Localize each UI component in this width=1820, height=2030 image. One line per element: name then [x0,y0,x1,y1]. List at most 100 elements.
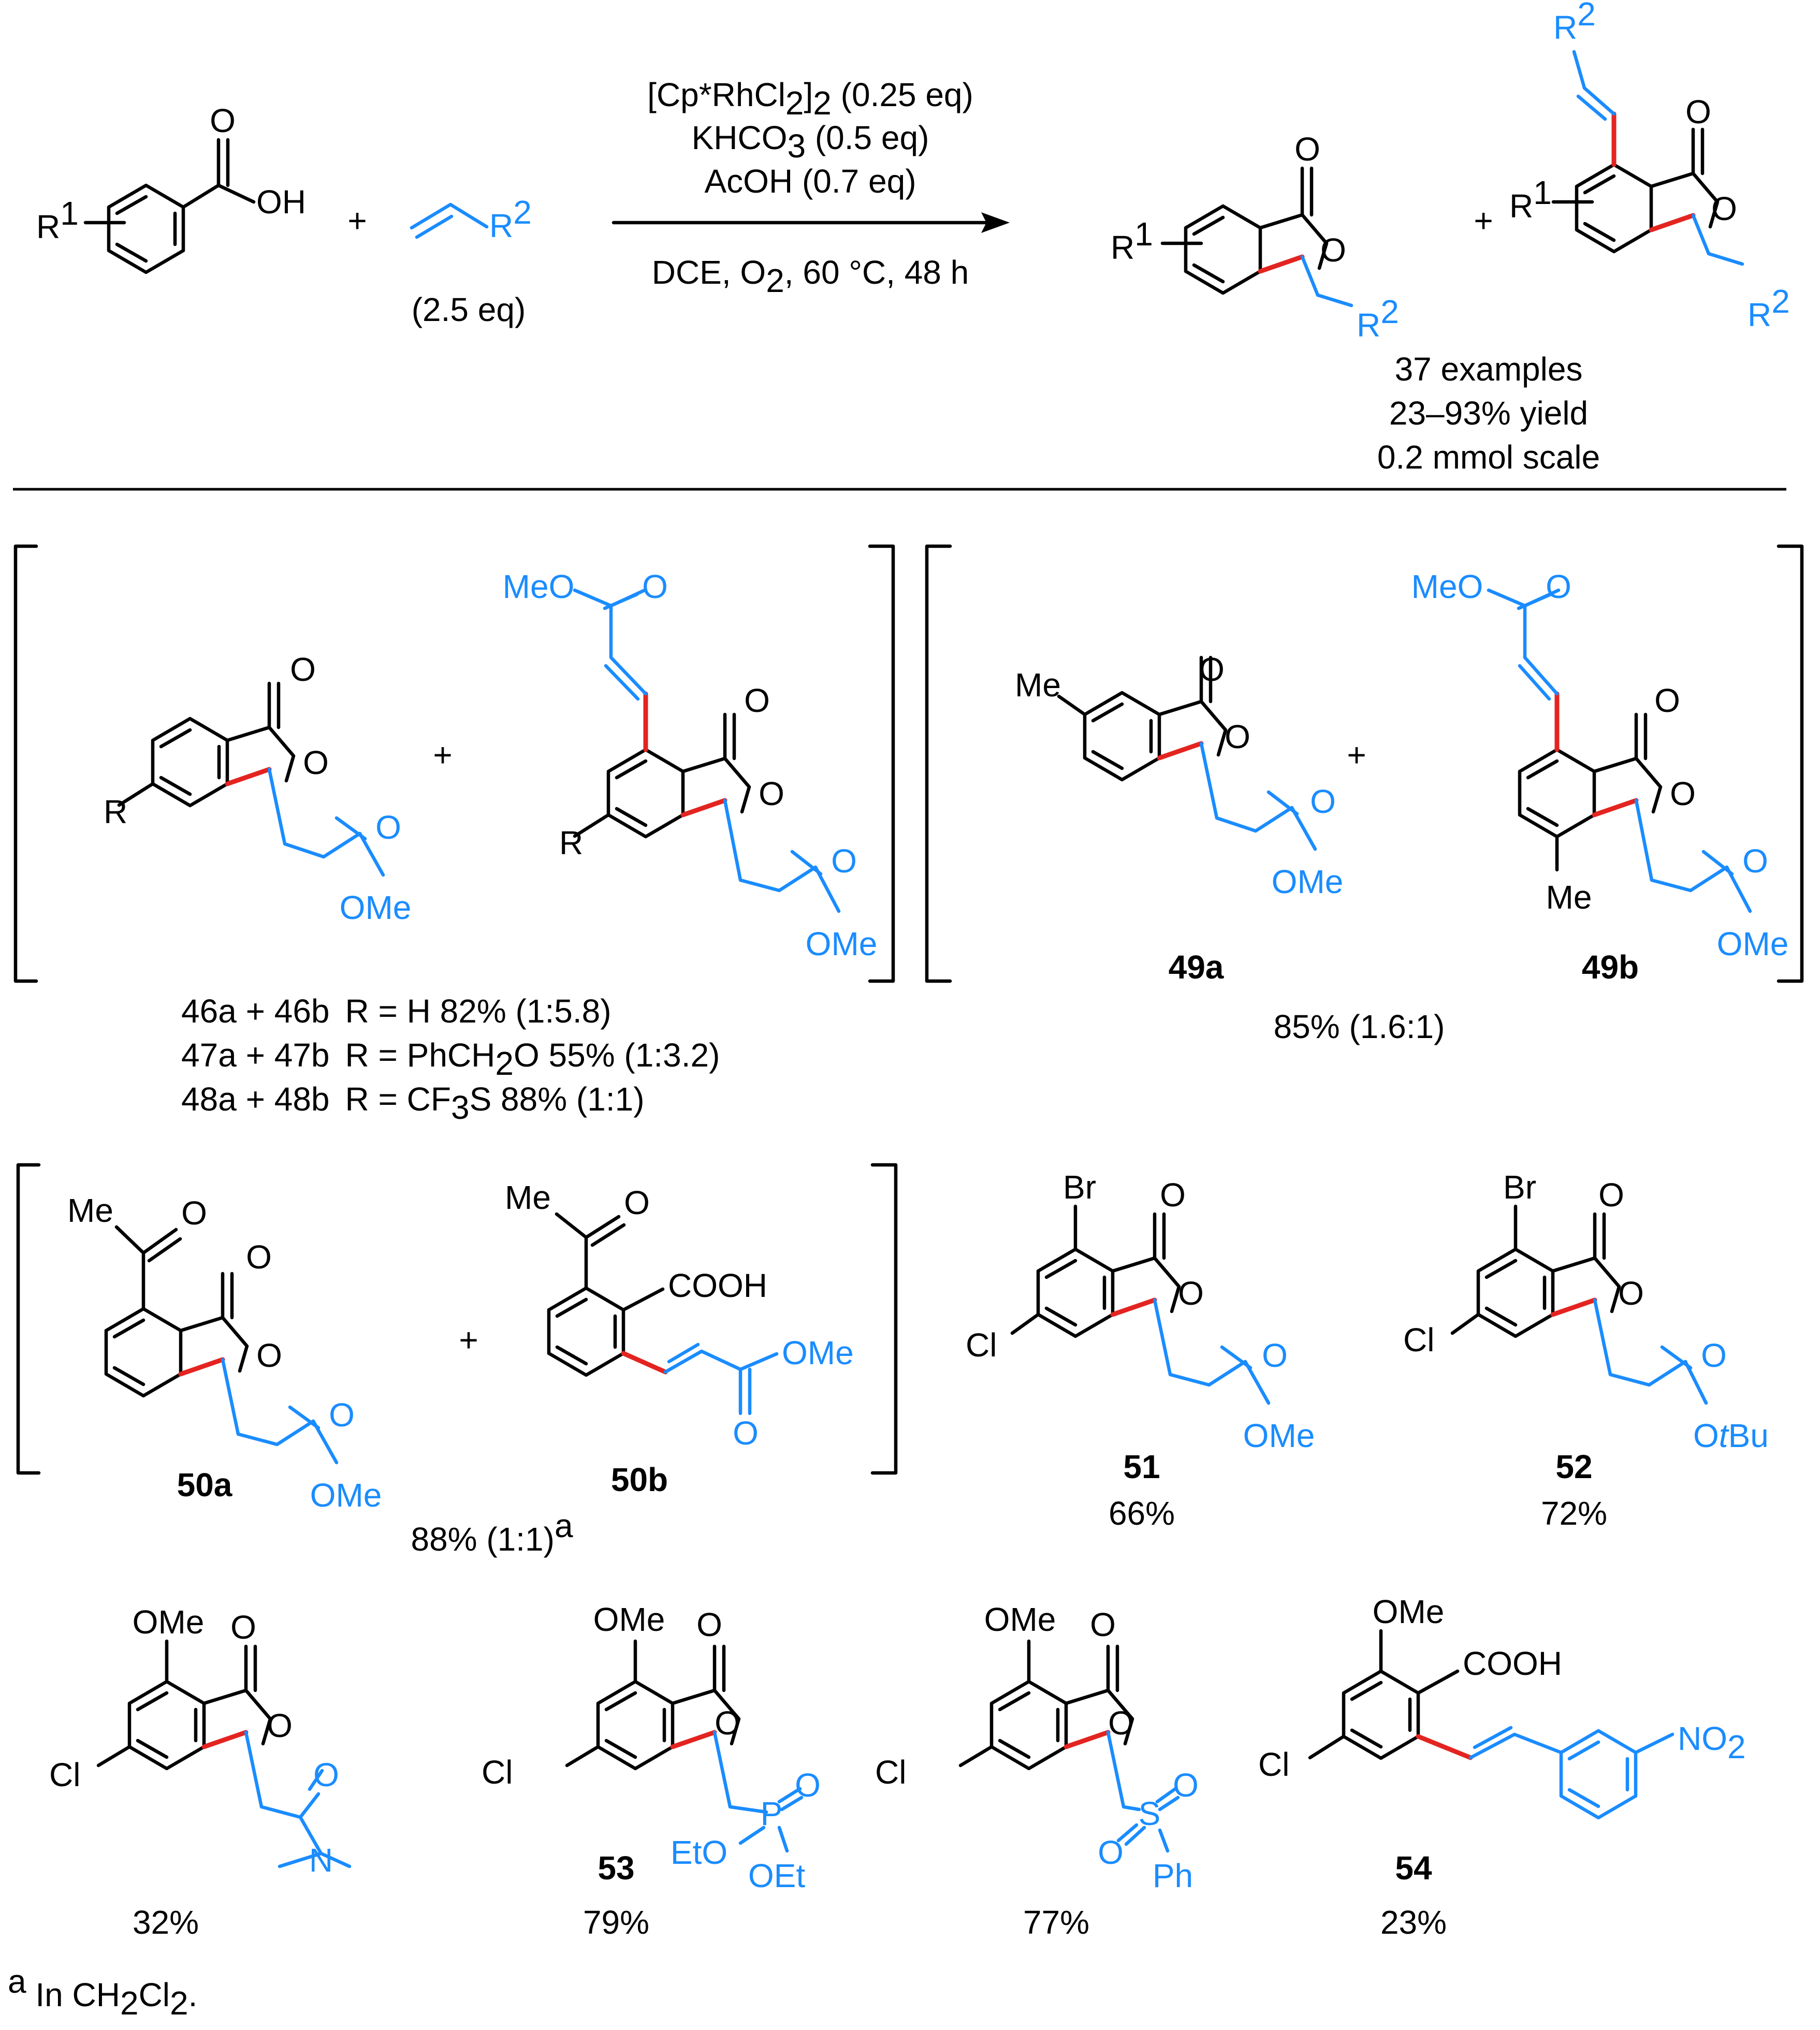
compound-53-yield: 79% [583,1904,649,1941]
ome-label: OMe [1373,1593,1445,1630]
s-label: S [1139,1795,1161,1832]
plus-sign: + [433,736,452,773]
ring-o-label: O [1225,718,1250,755]
oet-label: OEt [748,1857,805,1894]
br-label: Br [1063,1169,1096,1206]
ring-o-label: O [1670,775,1696,812]
compounds-49: Me O O O OMe 49a + MeO O O O Me O OMe 49… [925,544,1804,1045]
cooh-label: COOH [668,1267,767,1304]
me-label: Me [1015,666,1061,704]
ome-label: OMe [133,1603,205,1641]
carbonyl-o-label: O [329,1396,355,1434]
carbonyl-o-label: O [624,1184,650,1221]
ome-label: OMe [806,925,878,962]
meo-label: MeO [1411,568,1483,605]
cl-label: Cl [966,1326,997,1364]
cl-label: Cl [1258,1746,1289,1783]
ph-label: Ph [1153,1857,1193,1894]
carbonyl-o-label: O [290,651,316,688]
ome-label: OMe [782,1334,854,1371]
me-label: Me [67,1192,113,1229]
carbonyl-o-label: O [230,1609,256,1646]
ring-o-label: O [1618,1275,1644,1312]
carbonyl-o-label: O [1262,1337,1288,1374]
eto-label: EtO [671,1834,727,1871]
additive-text: AcOH (0.7 eq) [704,163,916,200]
compound-51-yield: 66% [1109,1495,1175,1532]
carbonyl-o-label: O [1685,93,1711,130]
carbonyl-o-label: O [246,1238,272,1276]
cooh-label: COOH [1463,1645,1562,1682]
carbonyl-o-label: O [696,1606,722,1643]
compound-51-label: 51 [1123,1448,1160,1485]
acid-oh-label: OH [256,183,306,221]
ring-o-label: O [303,744,329,781]
compound-54: OMe COOH Cl NO2 54 23% [1258,1593,1746,1941]
yield-range: 23–93% yield [1389,395,1588,432]
br-label: Br [1503,1169,1536,1206]
ring-o-label: O [1108,1704,1134,1742]
compound-50b-label: 50b [611,1461,668,1498]
compound-amide: OMe Cl O O O N 32% [49,1603,352,1941]
carbonyl-o-label: O [1654,682,1680,719]
compound-50-yield: 88% (1:1)a [411,1507,573,1558]
compound-amide-yield: 32% [133,1904,199,1941]
carbonyl-o-label: O [1598,1176,1624,1214]
conditions-text: DCE, O2, 60 °C, 48 h [652,254,969,299]
carbonyl-o-label: O [181,1194,207,1232]
r1-label: R1 [36,195,79,245]
compound-52-label: 52 [1555,1448,1592,1485]
carbonyl-o-label: O [313,1756,339,1793]
r2-label: R2 [489,194,532,244]
carbonyl-o-label: O [1310,783,1336,820]
compound-52-yield: 72% [1541,1495,1607,1532]
compound-49a-label: 49a [1169,948,1224,986]
cl-label: Cl [875,1754,906,1791]
base-text: KHCO3 (0.5 eq) [692,119,929,165]
cl-label: Cl [49,1756,80,1793]
ring-o-label: O [1178,1275,1204,1312]
compound-51: Br Cl O O O OMe 51 66% [966,1169,1315,1532]
carbonyl-o-label: O [642,568,668,605]
ome-label: OMe [310,1477,382,1514]
catalyst-text: [Cp*RhCl2]2 (0.25 eq) [647,76,973,122]
compound-sulfone-yield: 77% [1023,1904,1089,1941]
r2-label: R2 [1553,0,1596,46]
ome-label: OMe [1717,925,1789,962]
alkene-equiv: (2.5 eq) [412,291,526,328]
alkene-substrate: R2 (2.5 eq) [410,194,532,328]
ring-o-label: O [1711,190,1737,227]
carbonyl-o-label: O [210,102,236,139]
compound-49b-label: 49b [1582,948,1639,986]
ome-label: OMe [340,889,412,926]
compound-54-yield: 23% [1380,1904,1447,1941]
plus-sign: + [347,202,367,239]
compound-53-label: 53 [598,1849,634,1887]
carbonyl-o-label: O [831,842,857,880]
compound-50a-label: 50a [177,1466,232,1503]
ome-label: OMe [984,1601,1056,1638]
compound-53: OMe Cl O O P O EtO OEt 53 79% [482,1601,821,1941]
plus-sign: + [459,1321,478,1359]
scale: 0.2 mmol scale [1377,439,1600,476]
product-a-phthalide: O O R1 R2 [1111,130,1399,344]
ome-label: OMe [1243,1417,1315,1454]
plus-sign: + [1474,202,1493,239]
ome-label: OMe [593,1601,665,1638]
ring-o-label: O [759,775,784,812]
cl-label: Cl [1403,1321,1434,1359]
carbonyl-o-label: O [375,809,401,846]
benzoic-acid-substrate: O OH R1 [36,102,306,274]
compound-sulfone: OMe Cl O O S O O Ph 77% [875,1601,1199,1941]
n-label: N [309,1842,333,1879]
scope-summary: 37 examples 23–93% yield 0.2 mmol scale [1377,350,1600,476]
carbonyl-o-label: O [1294,130,1320,168]
ome-label: OMe [1272,863,1344,900]
carbonyl-o-label: O [1173,1766,1199,1804]
footnote: a In CH2Cl2. [8,1963,197,2022]
carbonyl-o-label: O [1701,1337,1727,1374]
ring-o-label: O [715,1704,740,1742]
me-label: Me [505,1179,551,1216]
carbonyl-o-label: O [1546,568,1571,605]
